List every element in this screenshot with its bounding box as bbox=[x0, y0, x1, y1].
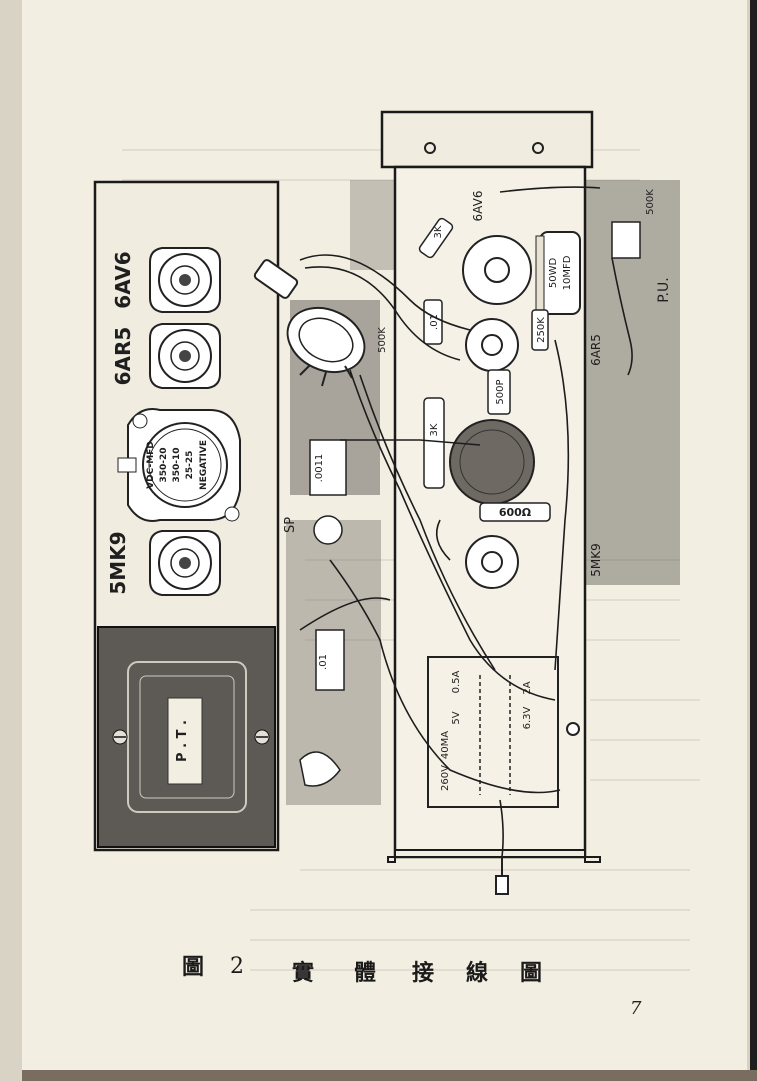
capacitor-500p bbox=[487, 369, 511, 415]
wiring-harness bbox=[299, 186, 633, 858]
resistor-250k bbox=[531, 309, 549, 351]
caption-char: 接 bbox=[412, 960, 435, 986]
resistor-label-500k-a: 500K bbox=[645, 189, 656, 215]
resistor-3k-a bbox=[418, 217, 454, 259]
resistor-label-250k: 250K bbox=[536, 317, 547, 343]
electrolytic-label-line: 10MFD bbox=[562, 255, 573, 290]
electrolytic-label-line: 50WD bbox=[548, 258, 559, 289]
caption-char: 實 bbox=[292, 960, 315, 986]
cap-label-01-b: .01 bbox=[318, 654, 329, 670]
rating-05a: 0.5A bbox=[451, 670, 462, 693]
chassis-socket-5mk9 bbox=[465, 535, 519, 589]
figure-caption: 圖 2 bbox=[182, 954, 244, 1055]
caption-char: 線 bbox=[466, 960, 489, 986]
caption-char: 2 bbox=[230, 954, 244, 979]
caption-title: 實 體 接 線 圖 bbox=[0, 955, 757, 986]
cap-can-text-line: 350-10 bbox=[172, 447, 182, 482]
socket-5mk9 bbox=[149, 530, 221, 596]
page-bottom-edge bbox=[22, 1070, 757, 1081]
speaker-parts: SP .0011 .01 bbox=[283, 439, 347, 787]
cap-label-01-a: .01 bbox=[429, 314, 440, 330]
capacitor-600 bbox=[479, 502, 551, 522]
pickup-label: P.U. bbox=[656, 277, 672, 302]
chassis-filter-cap bbox=[449, 419, 535, 505]
capacitor-01-a bbox=[423, 299, 443, 345]
chassis-transformer bbox=[427, 656, 559, 808]
chassis-socket-6ar5 bbox=[465, 318, 519, 372]
rating-260v: 260V bbox=[440, 765, 451, 791]
caption-char: 圖 bbox=[182, 954, 205, 980]
caption-char: 體 bbox=[354, 960, 377, 986]
cap-label-0011: .0011 bbox=[314, 454, 325, 483]
cap-label-500p: 500P bbox=[495, 379, 506, 404]
resistor-3k-b bbox=[423, 397, 445, 489]
volume-control bbox=[253, 259, 366, 387]
rating-2a: 2A bbox=[522, 681, 533, 694]
caption-char: 圖 bbox=[520, 960, 543, 986]
transformer-label: P . T . bbox=[175, 720, 190, 762]
tube-label-5mk9: 5MK9 bbox=[106, 531, 130, 594]
cap-can-text-line: 350-20 bbox=[159, 447, 169, 482]
cap-can-text-line: VDC-MFD bbox=[146, 441, 156, 489]
speaker-label: SP bbox=[283, 517, 298, 533]
electrolytic-capacitor bbox=[535, 231, 581, 315]
chassis-socket-6av6 bbox=[462, 235, 532, 305]
resistor-label-3k-a: 3K bbox=[433, 225, 444, 238]
chassis-label-6av6: 6AV6 bbox=[471, 191, 485, 222]
resistor-label-3k-b: 3K bbox=[429, 423, 440, 436]
resistor-label-500k-b: 500K bbox=[377, 327, 388, 353]
chassis-label-5mk9: 5MK9 bbox=[589, 543, 603, 577]
cap-label-600: 600Ω bbox=[499, 506, 532, 519]
chassis-label-6ar5: 6AR5 bbox=[589, 334, 603, 366]
page-number: 7 bbox=[630, 998, 642, 1019]
power-transformer: P . T . bbox=[97, 626, 276, 848]
pickup-volume-pot bbox=[611, 221, 641, 259]
socket-6av6 bbox=[149, 247, 221, 313]
tube-label-6ar5: 6AR5 bbox=[111, 327, 135, 386]
tube-label-6av6: 6AV6 bbox=[111, 251, 135, 308]
rating-5v: 5V bbox=[451, 711, 462, 724]
power-plug bbox=[495, 875, 509, 895]
rating-63v: 6.3V bbox=[522, 706, 533, 729]
cap-can-text-line: 25-25 bbox=[185, 451, 195, 480]
cap-can-text-line: NEGATIVE bbox=[199, 440, 209, 490]
socket-6ar5 bbox=[149, 323, 221, 389]
rating-40ma: 40MA bbox=[440, 731, 451, 759]
